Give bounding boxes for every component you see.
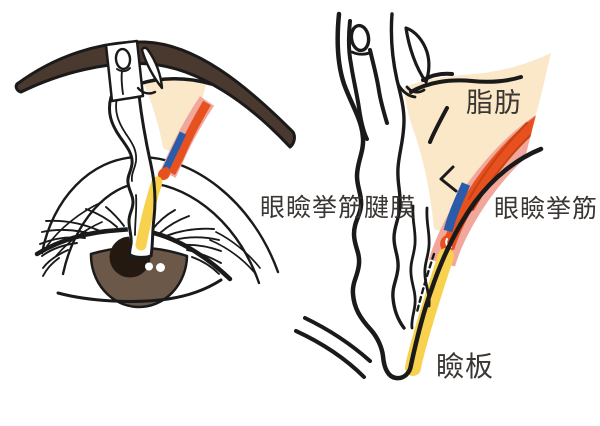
side-view-diagram xyxy=(294,11,600,381)
label-fat: 脂肪 xyxy=(466,88,522,118)
lash-follicle-front xyxy=(140,46,164,90)
hair-follicle-bulb-front xyxy=(114,47,132,71)
follicle-side-left xyxy=(346,19,369,141)
muscle-orange-front xyxy=(166,100,211,176)
septum-tick xyxy=(439,165,458,193)
follicle-side-right xyxy=(368,48,389,125)
skin-tube-outline xyxy=(107,93,157,259)
follicle-curl-front xyxy=(136,86,157,95)
fat-pad-side xyxy=(404,53,551,232)
skin-inner-line-side xyxy=(389,12,406,330)
catchlight-dot xyxy=(145,262,153,271)
cut-mask xyxy=(524,44,600,174)
hair-shaft-front xyxy=(116,67,131,95)
fat-edge-front xyxy=(137,77,213,86)
label-levator-aponeurosis: 眼瞼挙筋腱膜 xyxy=(260,194,417,222)
follicle-neck-side xyxy=(350,50,373,56)
skin-wavy-layers xyxy=(409,204,431,330)
eyelashes xyxy=(39,206,222,277)
skin-tube-inner-line xyxy=(115,97,138,236)
label-tarsal-plate: 瞼板 xyxy=(436,351,495,382)
lower-eyelid-line xyxy=(56,278,223,303)
tarsal-side xyxy=(405,248,454,376)
hair-follicle-bulb-side xyxy=(349,23,371,53)
skin-outline-side xyxy=(335,11,544,381)
fat-pad-front xyxy=(143,77,207,152)
lash-follicle-side xyxy=(404,26,431,84)
fat-edge-side xyxy=(409,71,523,144)
muscle-hook-front xyxy=(157,167,170,181)
lower-lid-side xyxy=(294,316,372,379)
front-view-diagram xyxy=(14,39,296,309)
muscle-blue-side xyxy=(443,182,471,233)
label-levator-muscle: 眼瞼挙筋 xyxy=(494,195,599,223)
tarsal-front xyxy=(135,176,163,251)
catchlight-dot xyxy=(156,263,165,272)
eyebrow xyxy=(14,40,296,149)
